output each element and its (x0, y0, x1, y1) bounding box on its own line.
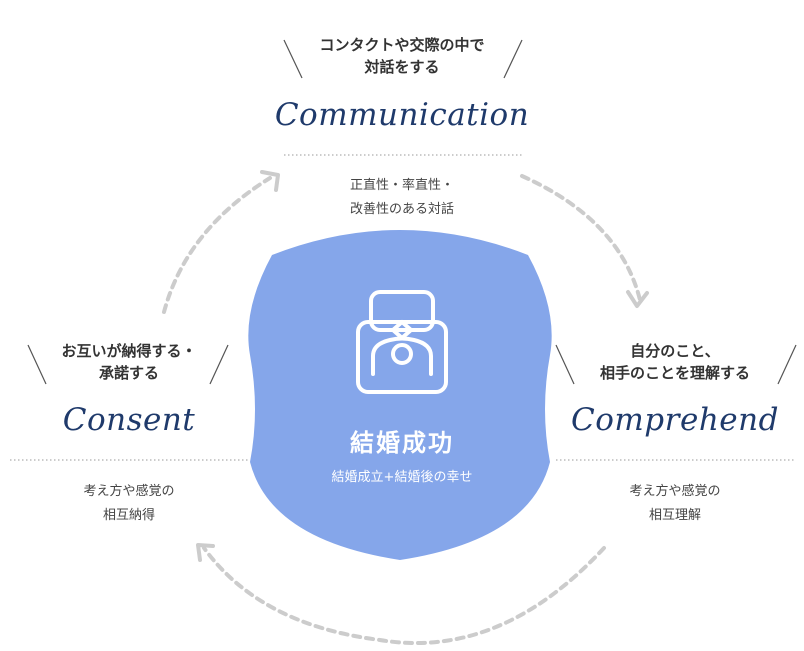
comprehend-description: 考え方や感覚の 相互理解 (556, 480, 794, 528)
arrow-comprehend-to-consent (202, 546, 606, 645)
communication-heading-line1: コンタクトや交際の中で (319, 36, 485, 54)
communication-description: 正直性・率直性・ 改善性のある対話 (282, 174, 522, 222)
arrowhead-communication (260, 170, 280, 192)
communication-label: Communication (274, 97, 530, 133)
arrowhead-comprehend (626, 290, 649, 308)
center-title: 結婚成功 (350, 429, 454, 457)
arrow-communication-to-comprehend (520, 174, 642, 302)
consent-desc-line2: 相互納得 (102, 508, 155, 523)
comprehend-heading: 自分のこと、 相手のことを理解する (556, 340, 794, 384)
comprehend-desc-line2: 相互理解 (648, 508, 701, 523)
communication-heading-line2: 対話をする (364, 58, 440, 76)
consent-description: 考え方や感覚の 相互納得 (10, 480, 248, 528)
comprehend-label: Comprehend (571, 402, 779, 438)
comprehend-heading-line2: 相手のことを理解する (599, 364, 750, 382)
consent-label: Consent (62, 402, 196, 438)
consent-heading-line2: 承諾する (98, 364, 159, 382)
comprehend-slashes (555, 344, 797, 385)
communication-desc-line2: 改善性のある対話 (349, 202, 454, 217)
comprehend-desc-line1: 考え方や感覚の (629, 484, 721, 499)
comprehend-heading-line1: 自分のこと、 (630, 342, 720, 360)
arrowhead-consent (196, 543, 215, 562)
center-blob (248, 230, 552, 560)
communication-desc-line1: 正直性・率直性・ (349, 178, 454, 193)
center-subtitle: 結婚成立+結婚後の幸せ (331, 470, 473, 485)
consent-heading: お互いが納得する・ 承諾する (10, 340, 248, 384)
consent-desc-line1: 考え方や感覚の (83, 484, 175, 499)
consent-slashes (27, 344, 229, 385)
consent-heading-line1: お互いが納得する・ (61, 342, 197, 360)
arrow-consent-to-communication (162, 176, 272, 314)
communication-heading: コンタクトや交際の中で 対話をする (282, 34, 522, 78)
communication-slashes (283, 39, 523, 79)
ring-box-icon (356, 290, 448, 394)
